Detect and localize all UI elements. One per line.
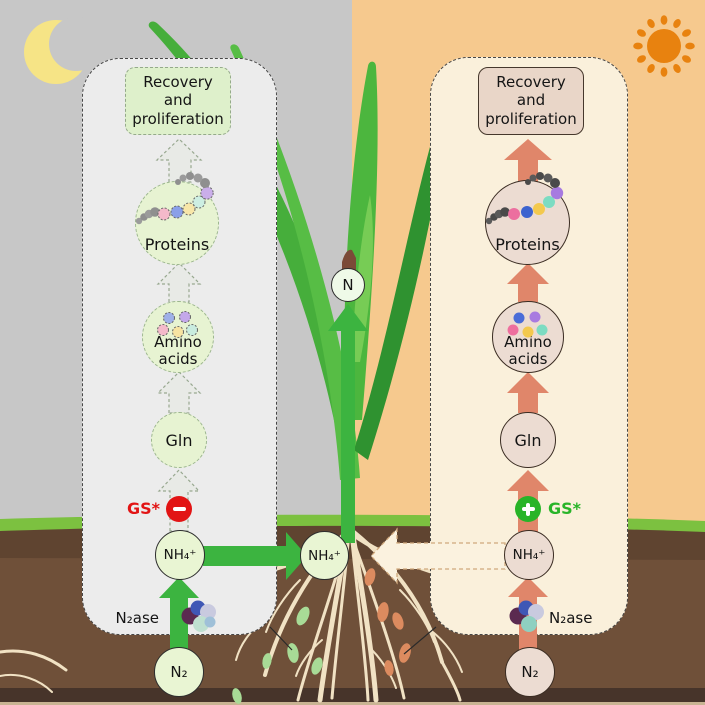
day-recovery-box: Recovery and proliferation — [478, 67, 584, 135]
day-n2ase-label: N₂ase — [549, 609, 593, 627]
day-gln-label: Gln — [514, 430, 542, 450]
night-nh4-node: NH₄⁺ — [155, 530, 205, 580]
plant-n-node: N — [331, 268, 365, 302]
night-nh4-label: NH₄⁺ — [163, 547, 197, 563]
day-nh4-label: NH₄⁺ — [512, 547, 546, 563]
center-nh4-label: NH₄⁺ — [308, 547, 341, 564]
night-n2-label: N₂ — [170, 663, 188, 681]
night-recovery-line: and — [163, 91, 193, 110]
night-recovery-line: proliferation — [132, 109, 224, 128]
day-recovery-line: proliferation — [485, 109, 577, 128]
night-proteins-label: Proteins — [144, 235, 210, 254]
day-gs-label: GS* — [548, 499, 582, 518]
day-recovery-line: Recovery — [496, 73, 566, 91]
day-proteins-node: Proteins — [485, 180, 570, 265]
center-nh4-node: NH₄⁺ — [300, 531, 349, 580]
day-proteins-label: Proteins — [495, 235, 560, 254]
night-recovery-box: Recovery and proliferation — [125, 67, 231, 135]
night-gln-label: Gln — [165, 430, 193, 450]
day-gln-node: Gln — [500, 412, 556, 468]
night-gln-node: Gln — [151, 412, 207, 468]
night-recovery-line: Recovery — [143, 73, 213, 91]
activation-plus-icon — [515, 496, 541, 522]
pointer-line-green-nodule — [269, 626, 293, 651]
day-recovery-line: and — [516, 91, 546, 110]
night-proteins-node: Proteins — [135, 181, 219, 265]
night-n2-node: N₂ — [154, 647, 204, 697]
day-nh4-node: NH₄⁺ — [504, 530, 554, 580]
day-n2-label: N₂ — [521, 663, 539, 681]
night-n2ase-label: N₂ase — [115, 609, 159, 627]
day-n2-node: N₂ — [505, 647, 555, 697]
inhibition-minus-icon — [166, 496, 192, 522]
plant-n-label: N — [342, 276, 354, 294]
night-gs-label: GS* — [126, 499, 160, 518]
